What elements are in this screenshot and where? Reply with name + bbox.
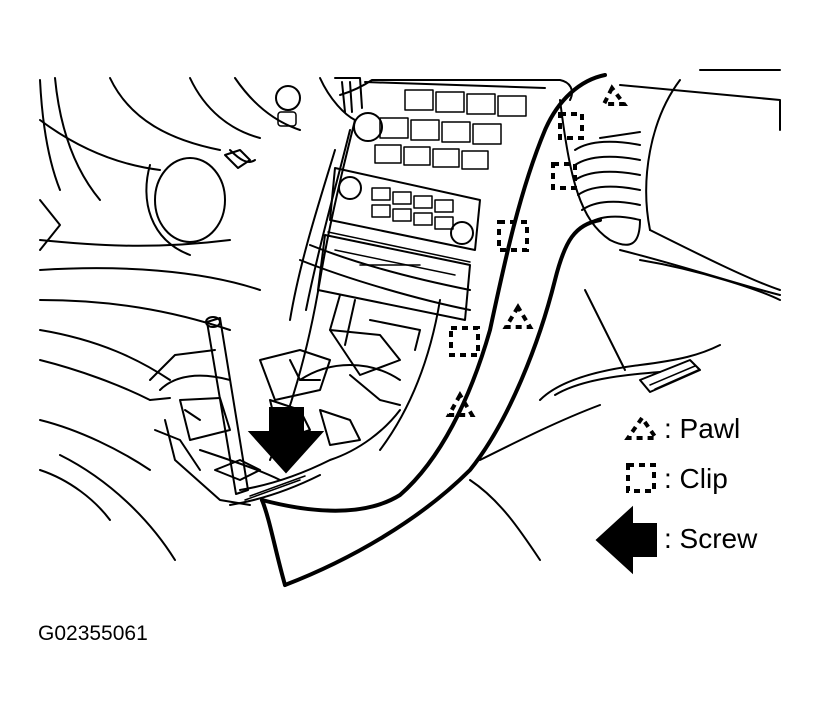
steering-column-area	[39, 77, 363, 561]
screw-legend-label: : Screw	[664, 523, 758, 554]
pawl-legend-label: : Pawl	[664, 413, 740, 444]
shifter-area	[149, 294, 421, 506]
center-stack	[289, 79, 573, 321]
clip-legend-label: : Clip	[664, 463, 728, 494]
vent-icon	[574, 131, 641, 225]
knob-icon	[450, 221, 474, 245]
legend: : Pawl : Clip : Screw	[595, 413, 758, 575]
console-trim-panel	[260, 73, 607, 587]
clip-legend-icon	[626, 463, 656, 493]
pawl-markers	[445, 84, 628, 417]
clip-markers	[449, 112, 584, 357]
audio-unit	[317, 167, 481, 321]
climate-control-buttons	[374, 89, 527, 170]
figure-id: G02355061	[38, 622, 148, 645]
pawl-legend-icon	[624, 414, 660, 440]
knob-icon	[338, 176, 362, 200]
screw-legend-icon	[595, 505, 657, 575]
screw-arrow-icon	[247, 407, 325, 474]
right-dash	[469, 69, 781, 561]
knob-icon	[353, 112, 383, 142]
shift-lever	[206, 317, 249, 495]
